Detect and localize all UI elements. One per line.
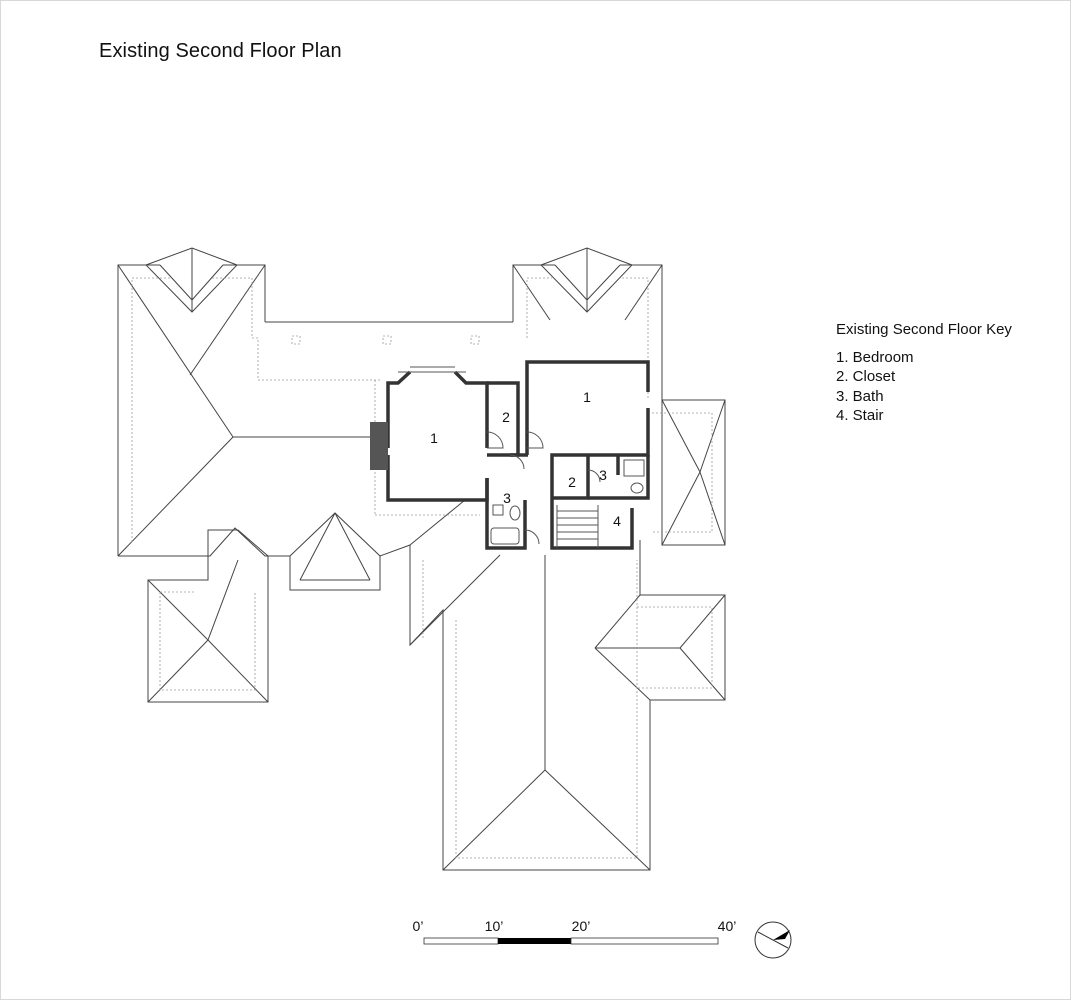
plan-title: Existing Second Floor Plan <box>99 40 342 62</box>
room-label-bath-left: 3 <box>503 490 511 506</box>
key-title: Existing Second Floor Key <box>836 321 1012 338</box>
door-swing <box>486 431 504 449</box>
room-label-closet-mid: 2 <box>568 474 576 490</box>
room-label-stair: 4 <box>613 513 621 529</box>
north-arrow-icon <box>754 921 792 959</box>
room-label-closet-left: 2 <box>502 409 510 425</box>
scale-bar: 0’ 10’ 20’ 40’ <box>413 918 737 945</box>
floor-key: Existing Second Floor Key 1. Bedroom 2. … <box>836 320 1012 426</box>
chimney <box>370 422 388 470</box>
scale-label-10: 10’ <box>485 918 504 934</box>
room-label-bedroom-right: 1 <box>583 389 591 405</box>
scale-label-20: 20’ <box>572 918 591 934</box>
scale-label-0: 0’ <box>413 918 424 934</box>
room-label-bedroom-left: 1 <box>430 430 438 446</box>
roof-outline <box>117 247 726 871</box>
key-item-bedroom: 1. Bedroom <box>836 348 914 366</box>
walls <box>370 360 650 550</box>
key-item-stair: 4. Stair <box>836 407 884 425</box>
key-item-bath: 3. Bath <box>836 387 884 405</box>
eave-dotted-lines <box>131 277 713 859</box>
key-item-closet: 2. Closet <box>836 368 896 386</box>
room-label-bath-right: 3 <box>599 467 607 483</box>
scale-label-40: 40’ <box>718 918 737 934</box>
